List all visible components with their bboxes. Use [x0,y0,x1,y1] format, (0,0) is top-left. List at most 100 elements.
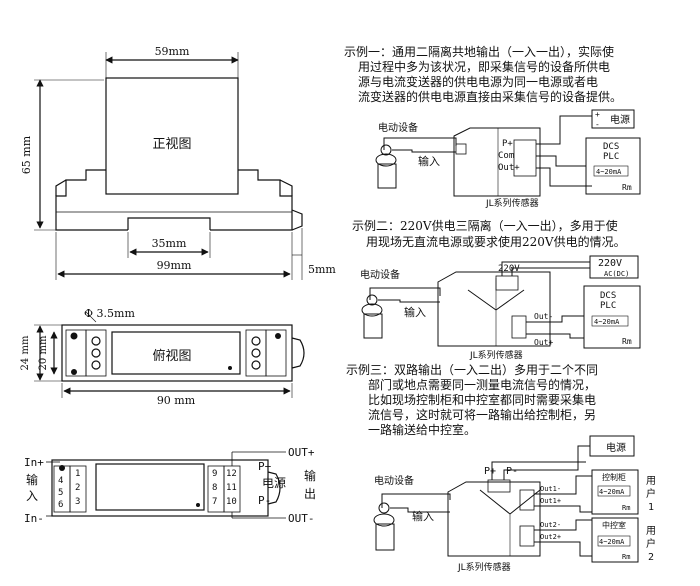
ex3-p-minus: P- [506,466,518,477]
output-label-2: 出 [304,487,316,501]
ex2-dcs: DCS [600,291,616,301]
example3-diagram [373,435,639,563]
input-label-1: 输 [26,472,38,487]
term-7: 7 [212,497,217,507]
dim-length: 99mm [157,259,192,272]
term-9: 9 [212,469,217,479]
dim-width: 59mm [155,45,190,58]
ex3-user2: 用 [646,526,656,537]
ex3-rm2: Rm [622,553,630,561]
ex3-user1: 用 [646,476,656,487]
power-label: 电源 [262,476,286,490]
ex3-user2: 2 [648,552,654,563]
ex2-input: 输入 [404,305,426,319]
term-5: 5 [58,488,63,498]
ex1-ma: 4~20mA [596,168,622,176]
ex3-user1: 户 [646,487,656,500]
ex1-minus: - [595,120,600,129]
ex1-power: 电源 [610,113,630,126]
ex3-control-room: 中控室 [602,520,626,530]
top-view-title: 俯视图 [152,348,191,364]
ex3-rm1: Rm [622,504,630,512]
ex3-input: 输入 [412,509,434,523]
ex2-device: 电动设备 [360,268,400,281]
out-plus-label: OUT+ [288,446,315,459]
term-11: 11 [226,483,237,493]
ex3-cabinet: 控制柜 [602,472,626,482]
dim-clip: 5mm [308,263,336,276]
term-6: 6 [58,500,63,510]
ex3-p-plus: P+ [484,466,496,477]
ex1-plc: PLC [603,152,619,162]
ex3-ma2: 4~20mA [599,538,625,546]
ex2-sensor: JL系列传感器 [469,349,523,361]
ex1-plus: + [595,110,600,119]
ex2-ac: AC(DC) [604,270,629,278]
example3-line: 流信号，这时就可将一路输出给控制柜，另 [368,407,596,422]
dim-24: 24 mm [20,335,31,370]
term-10: 10 [226,497,237,507]
terminal-view [46,451,286,519]
terminal-hole-icon [59,465,65,471]
dim-height: 65 mm [20,135,33,174]
led-icon [228,366,232,370]
ex3-ma1: 4~20mA [599,488,625,496]
ex1-sensor: JL系列传感器 [485,197,539,209]
example3-line: 一路输送给中控室。 [368,422,476,437]
example2-line: 示例二：220V供电三隔离（一入一出），多用于使 [352,218,618,233]
front-view [34,52,303,280]
example3-line: 比如现场控制柜和中控室都同时需要采集电 [368,392,596,407]
ex1-rm: Rm [622,183,632,192]
example2-text: 示例二：220V供电三隔离（一入一出），多用于使 用现场无直流电源或要求使用22… [352,218,626,249]
ex2-ma: 4~20mA [594,318,620,326]
mount-hole-icon [70,332,78,340]
ex2-plc: PLC [600,301,616,311]
ex3-user2: 户 [646,537,656,550]
term-3: 3 [75,497,80,507]
example1-line: 用过程中多为该状况，即采集信号的设备所供电 [358,59,610,74]
ex2-220v-box: 220V [598,258,622,269]
ex1-device: 电动设备 [378,121,418,134]
ex1-p-plus: P+ [502,139,513,149]
example2-diagram [361,255,641,349]
ex3-sensor: JL系列传感器 [457,561,511,573]
front-view-title: 正视图 [152,137,191,152]
ex3-out2-minus: Out2- [540,521,561,529]
ex3-user1: 1 [648,502,654,513]
hole-diameter: Φ 3.5mm [84,307,135,320]
dim-rail: 35mm [152,237,187,250]
term-2: 2 [75,483,80,493]
example1-line: 源与电流变送器的供电电源为同一电源或者电 [358,74,598,89]
output-label-1: 输 [304,468,316,483]
power-p-minus: P- [258,494,271,507]
ex3-out1-minus: Out1- [540,485,561,493]
ex3-out2-plus: Out2+ [540,533,561,541]
term-8: 8 [212,483,217,493]
led-icon [196,503,200,507]
out-minus-label: OUT- [288,512,315,525]
example3-text: 示例三：双路输出（一入二出）多用于二个不同 部门或地点需要同一测量电流信号的情况… [346,362,598,437]
example1-line: 示例一：通用二隔离共地输出（一入一出），实际使 [344,44,614,59]
power-p-plus: P+ [258,460,272,473]
ex1-input: 输入 [418,154,440,168]
example1-diagram [375,109,641,197]
mount-hole-icon [275,333,281,339]
term-4: 4 [58,476,63,486]
ex3-out1-plus: Out1+ [540,497,561,505]
example3-line: 示例三：双路输出（一入二出）多用于二个不同 [346,362,598,377]
in-plus-label: In+ [24,456,44,469]
top-view [34,311,305,398]
in-minus-label: In- [24,512,44,525]
ex2-220v: 220V [498,264,520,274]
dim-20: 20 mm [38,335,49,370]
ex1-com: Com [498,151,514,161]
input-label-2: 入 [26,489,38,503]
ex1-dcs: DCS [603,142,619,152]
ex3-device: 电动设备 [374,474,414,487]
term-1: 1 [75,469,80,479]
example1-text: 示例一：通用二隔离共地输出（一入一出），实际使 用过程中多为该状况，即采集信号的… [344,44,622,104]
ex1-out-plus: Out+ [498,163,520,173]
example2-line: 用现场无直流电源或要求使用220V供电的情况。 [366,234,626,249]
ex3-power: 电源 [606,441,626,454]
